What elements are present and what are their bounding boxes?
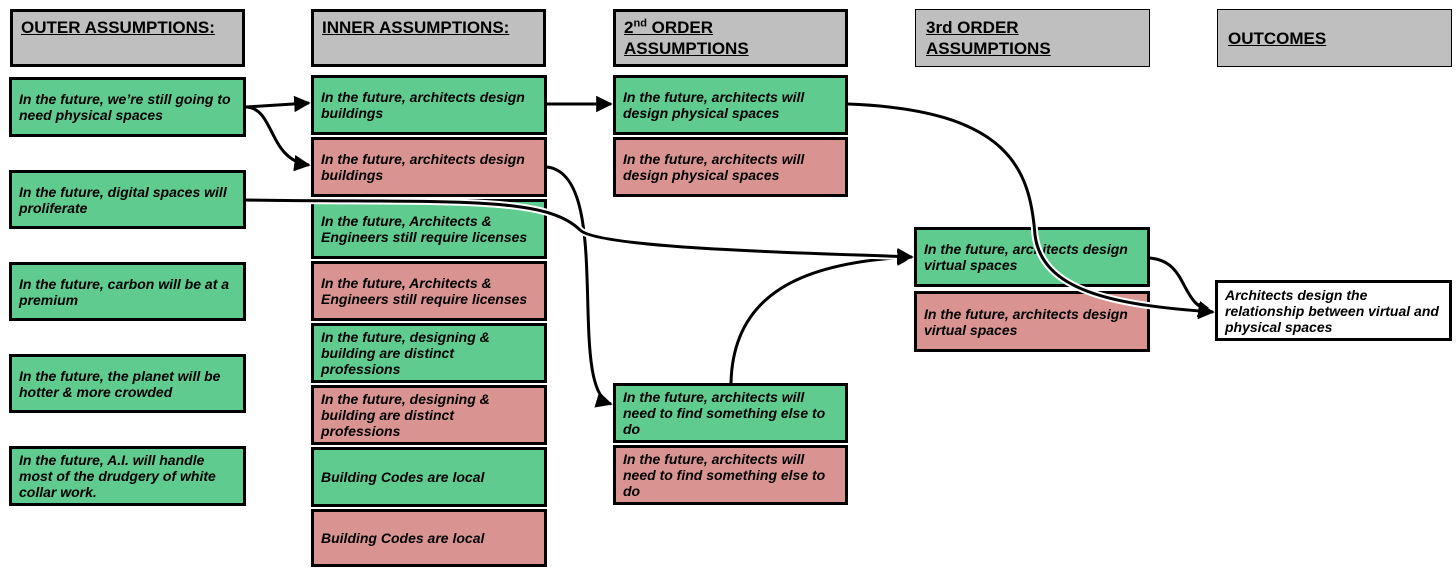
header-third-label: 3rd ORDER ASSUMPTIONS — [926, 18, 1051, 58]
header-outer-assumptions: OUTER ASSUMPTIONS: — [10, 9, 245, 67]
outer-box-physical-spaces: In the future, we’re still going to need… — [9, 77, 246, 137]
inner-box-building-codes-false: Building Codes are local — [311, 509, 547, 567]
arrow-outer1-to-inner1 — [245, 95, 311, 113]
second-box-something-else-false: In the future, architects will need to f… — [613, 445, 848, 505]
header-inner-label: INNER ASSUMPTIONS: — [322, 18, 510, 37]
outer-box-digital-spaces: In the future, digital spaces will proli… — [9, 170, 246, 229]
inner-box-distinct-professions-true: In the future, designing & building are … — [311, 323, 547, 383]
inner-box-design-buildings-false: In the future, architects design buildin… — [311, 137, 547, 197]
arrow-inner2-to-second3 — [546, 165, 613, 408]
second-box-something-else-true: In the future, architects will need to f… — [613, 383, 848, 443]
header-third-order-assumptions: 3rd ORDER ASSUMPTIONS — [915, 9, 1150, 67]
header-second-order-assumptions: 2nd ORDER ASSUMPTIONS — [613, 9, 848, 67]
header-inner-assumptions: INNER ASSUMPTIONS: — [311, 9, 546, 67]
third-box-virtual-spaces-false: In the future, architects design virtual… — [914, 291, 1150, 352]
second-box-physical-spaces-true: In the future, architects will design ph… — [613, 75, 848, 135]
arrow-second3-to-third1 — [729, 249, 914, 384]
inner-box-building-codes-true: Building Codes are local — [311, 447, 547, 507]
outer-box-ai: In the future, A.I. will handle most of … — [9, 446, 246, 506]
third-box-virtual-spaces-true: In the future, architects design virtual… — [914, 227, 1150, 287]
header-second-label: 2nd ORDER ASSUMPTIONS — [624, 17, 749, 58]
header-outcomes-label: OUTCOMES — [1228, 28, 1327, 48]
inner-box-design-buildings-true: In the future, architects design buildin… — [311, 75, 547, 135]
inner-box-licenses-true: In the future, Architects & Engineers st… — [311, 199, 547, 259]
outer-box-planet: In the future, the planet will be hotter… — [9, 354, 246, 413]
inner-box-licenses-false: In the future, Architects & Engineers st… — [311, 261, 547, 321]
outcome-box: Architects design the relationship betwe… — [1215, 280, 1452, 341]
arrow-third1-to-outcome — [1149, 256, 1215, 318]
outer-box-carbon: In the future, carbon will be at a premi… — [9, 262, 246, 321]
header-outer-label: OUTER ASSUMPTIONS: — [21, 18, 215, 37]
arrow-outer1-to-inner2 — [245, 105, 311, 172]
header-outcomes: OUTCOMES — [1217, 9, 1452, 67]
inner-box-distinct-professions-false: In the future, designing & building are … — [311, 385, 547, 445]
second-box-physical-spaces-false: In the future, architects will design ph… — [613, 137, 848, 197]
